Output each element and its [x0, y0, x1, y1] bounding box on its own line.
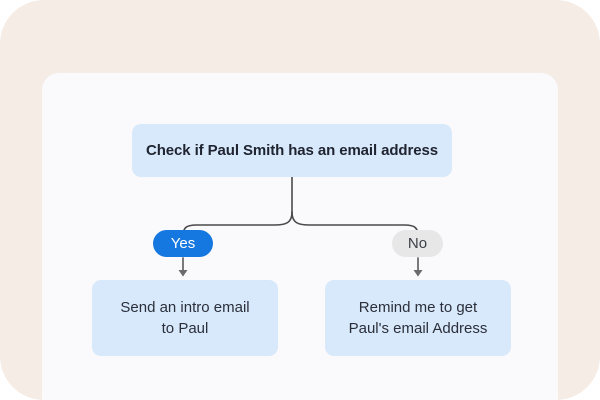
- branch-badge-no[interactable]: No: [392, 230, 443, 257]
- branch-badge-yes[interactable]: Yes: [153, 230, 213, 257]
- flow-node-root[interactable]: Check if Paul Smith has an email address: [132, 124, 452, 177]
- flow-node-action-no-text: Remind me to get Paul's email Address: [349, 297, 488, 340]
- flow-node-action-no[interactable]: Remind me to get Paul's email Address: [325, 280, 511, 356]
- flow-node-action-yes[interactable]: Send an intro email to Paul: [92, 280, 278, 356]
- flow-node-action-no-line-2: Paul's email Address: [348, 320, 488, 337]
- flow-node-action-yes-line-1: Send an intro email: [120, 298, 250, 316]
- arrow-head-no: [413, 270, 423, 277]
- flow-node-action-yes-text: Send an intro email to Paul: [120, 297, 249, 340]
- flow-node-action-no-line-1: Remind me to get: [358, 298, 478, 316]
- arrow-head-yes: [178, 270, 188, 277]
- flowchart-canvas: Check if Paul Smith has an email address…: [42, 73, 558, 400]
- flow-node-action-yes-line-2: to Paul: [161, 320, 209, 337]
